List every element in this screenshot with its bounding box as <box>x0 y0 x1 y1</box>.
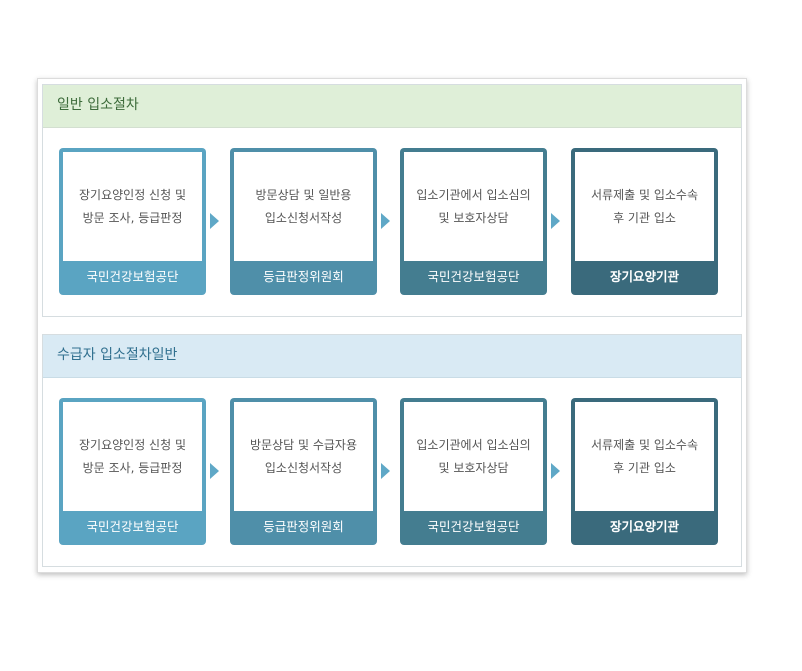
step-text-line: 후 기관 입소 <box>613 460 676 475</box>
step-description: 서류제출 및 입소수속 후 기관 입소 <box>575 402 714 511</box>
step-agency-label: 국민건강보험공단 <box>86 519 179 534</box>
arrow-right-icon <box>381 463 390 479</box>
step-agency-label: 등급판정위원회 <box>263 269 344 284</box>
step-2: 방문상담 및 수급자용 입소신청서작성 등급판정위원회 <box>230 398 377 545</box>
arrow-right-icon <box>210 463 219 479</box>
arrow-right-icon <box>210 213 219 229</box>
step-agency-label: 국민건강보험공단 <box>427 519 520 534</box>
step-flow: 장기요양인정 신청 및 방문 조사, 등급판정 국민건강보험공단 방문상담 및 … <box>59 148 719 296</box>
step-description: 입소기관에서 입소심의 및 보호자상담 <box>404 152 543 261</box>
panel-beneficiary-admission: 수급자 입소절차일반 장기요양인정 신청 및 방문 조사, 등급판정 국민건강보… <box>42 334 742 567</box>
step-text-line: 및 보호자상담 <box>438 210 509 225</box>
arrow-right-icon <box>551 213 560 229</box>
step-text-line: 입소기관에서 입소심의 <box>416 187 531 202</box>
step-text-line: 방문 조사, 등급판정 <box>82 210 183 225</box>
panel-general-admission: 일반 입소절차 장기요양인정 신청 및 방문 조사, 등급판정 국민건강보험공단… <box>42 84 742 317</box>
panel-title: 수급자 입소절차일반 <box>43 335 741 378</box>
step-agency-label: 장기요양기관 <box>609 269 679 284</box>
step-description: 장기요양인정 신청 및 방문 조사, 등급판정 <box>63 402 202 511</box>
step-4: 서류제출 및 입소수속 후 기관 입소 장기요양기관 <box>571 398 718 545</box>
procedure-container: 일반 입소절차 장기요양인정 신청 및 방문 조사, 등급판정 국민건강보험공단… <box>37 78 747 573</box>
step-description: 입소기관에서 입소심의 및 보호자상담 <box>404 402 543 511</box>
step-text-line: 후 기관 입소 <box>613 210 676 225</box>
step-agency-label: 등급판정위원회 <box>263 519 344 534</box>
step-description: 방문상담 및 수급자용 입소신청서작성 <box>234 402 373 511</box>
step-2: 방문상담 및 일반용 입소신청서작성 등급판정위원회 <box>230 148 377 295</box>
step-1: 장기요양인정 신청 및 방문 조사, 등급판정 국민건강보험공단 <box>59 148 206 295</box>
panel-title: 일반 입소절차 <box>43 85 741 128</box>
step-text-line: 입소기관에서 입소심의 <box>416 437 531 452</box>
step-text-line: 입소신청서작성 <box>264 210 343 225</box>
step-text-line: 서류제출 및 입소수속 <box>591 437 698 452</box>
step-description: 서류제출 및 입소수속 후 기관 입소 <box>575 152 714 261</box>
step-text-line: 방문상담 및 수급자용 <box>250 437 357 452</box>
step-3: 입소기관에서 입소심의 및 보호자상담 국민건강보험공단 <box>400 398 547 545</box>
step-flow: 장기요양인정 신청 및 방문 조사, 등급판정 국민건강보험공단 방문상담 및 … <box>59 398 719 546</box>
step-text-line: 장기요양인정 신청 및 <box>79 187 186 202</box>
step-text-line: 및 보호자상담 <box>438 460 509 475</box>
step-description: 방문상담 및 일반용 입소신청서작성 <box>234 152 373 261</box>
step-agency-label: 장기요양기관 <box>609 519 679 534</box>
step-agency-label: 국민건강보험공단 <box>427 269 520 284</box>
step-text-line: 입소신청서작성 <box>264 460 343 475</box>
step-3: 입소기관에서 입소심의 및 보호자상담 국민건강보험공단 <box>400 148 547 295</box>
step-text-line: 서류제출 및 입소수속 <box>591 187 698 202</box>
arrow-right-icon <box>381 213 390 229</box>
step-1: 장기요양인정 신청 및 방문 조사, 등급판정 국민건강보험공단 <box>59 398 206 545</box>
step-4: 서류제출 및 입소수속 후 기관 입소 장기요양기관 <box>571 148 718 295</box>
step-text-line: 장기요양인정 신청 및 <box>79 437 186 452</box>
step-agency-label: 국민건강보험공단 <box>86 269 179 284</box>
step-text-line: 방문 조사, 등급판정 <box>82 460 183 475</box>
step-text-line: 방문상담 및 일반용 <box>255 187 352 202</box>
arrow-right-icon <box>551 463 560 479</box>
step-description: 장기요양인정 신청 및 방문 조사, 등급판정 <box>63 152 202 261</box>
